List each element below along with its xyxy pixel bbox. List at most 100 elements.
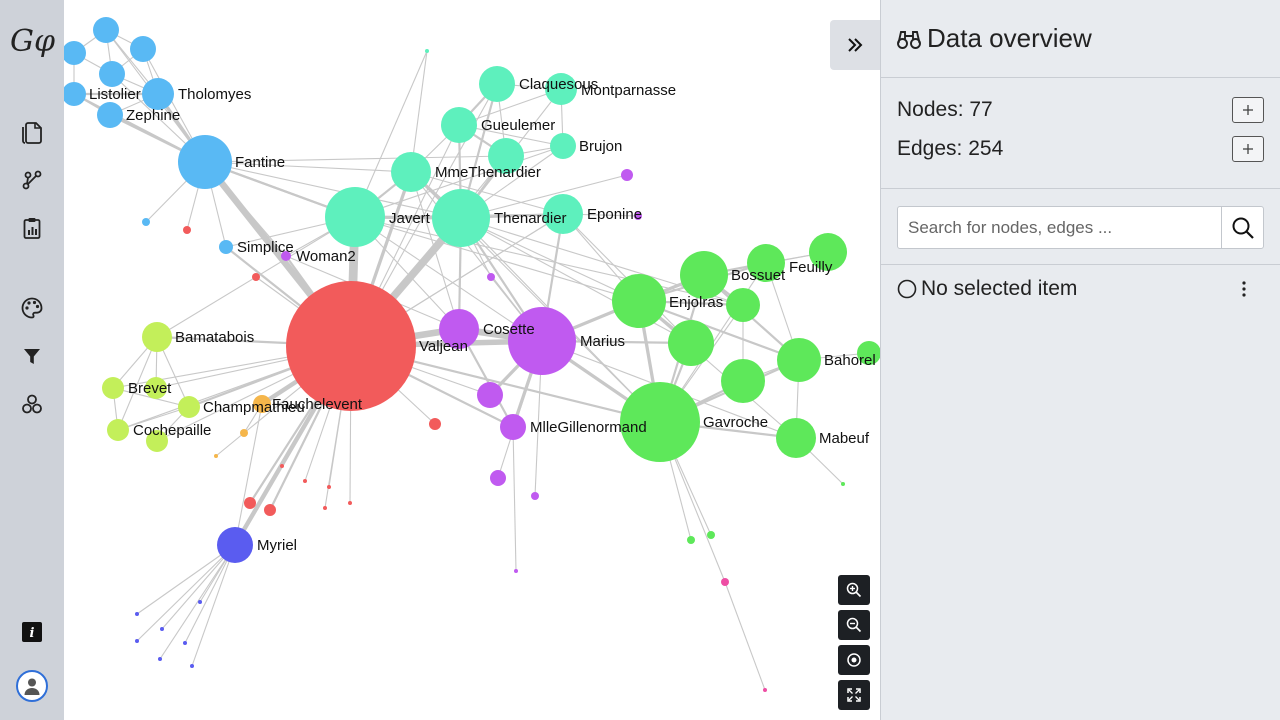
graph-node-tholomyes[interactable]: [142, 78, 174, 110]
search-button[interactable]: [1221, 207, 1263, 248]
graph-node-claquesous[interactable]: [479, 66, 515, 102]
graph-node[interactable]: [135, 639, 139, 643]
graph-edge[interactable]: [204, 161, 462, 219]
graph-node-valjean[interactable]: [286, 281, 416, 411]
graph-node-mllegillenormand[interactable]: [500, 414, 526, 440]
graph-node[interactable]: [621, 169, 633, 181]
graph-node-cosette[interactable]: [439, 309, 479, 349]
graph-node[interactable]: [327, 485, 331, 489]
graph-node[interactable]: [857, 341, 880, 365]
graph-edge[interactable]: [215, 432, 245, 457]
graph-node-cochepaille[interactable]: [107, 419, 129, 441]
graph-node-fantine[interactable]: [178, 135, 232, 189]
expand-edges-button[interactable]: [1232, 135, 1264, 162]
graph-node[interactable]: [130, 36, 156, 62]
graph-edge[interactable]: [191, 544, 236, 667]
graph-node-thenardier[interactable]: [432, 189, 490, 247]
graph-node[interactable]: [634, 212, 642, 220]
graph-node[interactable]: [514, 569, 518, 573]
graph-node-feuilly[interactable]: [747, 244, 785, 282]
graph-edge[interactable]: [458, 88, 562, 126]
graph-node-simplice[interactable]: [219, 240, 233, 254]
graph-node[interactable]: [214, 454, 218, 458]
graph-node[interactable]: [726, 288, 760, 322]
graph-edge[interactable]: [184, 544, 236, 644]
graph-edge[interactable]: [136, 544, 236, 615]
app-logo[interactable]: Gφ: [10, 24, 55, 59]
graph-node[interactable]: [841, 482, 845, 486]
more-options-button[interactable]: [1232, 277, 1256, 301]
graph-node[interactable]: [721, 359, 765, 403]
graph-edge[interactable]: [117, 336, 158, 431]
graph-edge[interactable]: [354, 50, 428, 218]
graph-node[interactable]: [348, 501, 352, 505]
graph-node[interactable]: [160, 627, 164, 631]
graph-edge[interactable]: [410, 171, 564, 215]
graph-node[interactable]: [198, 600, 202, 604]
graph-node-gueulemer[interactable]: [441, 107, 477, 143]
graph-node-marius[interactable]: [508, 307, 576, 375]
graph-node[interactable]: [244, 497, 256, 509]
clipboard-stats-icon[interactable]: [16, 212, 48, 244]
collapse-panel-button[interactable]: [830, 20, 880, 70]
graph-edge[interactable]: [354, 145, 564, 218]
graph-node-brujon[interactable]: [550, 133, 576, 159]
graph-node[interactable]: [763, 688, 767, 692]
graph-node-javert[interactable]: [325, 187, 385, 247]
graph-node[interactable]: [425, 49, 429, 53]
graph-node-gavroche[interactable]: [620, 382, 700, 462]
graph-node[interactable]: [323, 506, 327, 510]
fullscreen-button[interactable]: [838, 680, 870, 710]
graph-node-mmethenardier[interactable]: [391, 152, 431, 192]
graph-node-woman2[interactable]: [281, 251, 291, 261]
graph-edge[interactable]: [460, 217, 640, 302]
graph-node[interactable]: [264, 504, 276, 516]
graph-node-myriel[interactable]: [217, 527, 253, 563]
graph-node[interactable]: [240, 429, 248, 437]
graph-node[interactable]: [809, 233, 847, 271]
graph-edge[interactable]: [410, 171, 460, 330]
graph-node[interactable]: [490, 470, 506, 486]
graph-node-babet[interactable]: [488, 138, 524, 174]
graph-node[interactable]: [64, 41, 86, 65]
graph-edge[interactable]: [204, 161, 412, 173]
graph-edge[interactable]: [724, 581, 766, 691]
graph-edge[interactable]: [234, 403, 263, 546]
graph-node-listolier[interactable]: [64, 82, 86, 106]
graph-edge[interactable]: [354, 216, 661, 423]
graph-node[interactable]: [183, 226, 191, 234]
graph-node-bahorel[interactable]: [777, 338, 821, 382]
search-input[interactable]: [898, 207, 1221, 248]
graph-edge[interactable]: [204, 155, 507, 163]
graph-edge[interactable]: [136, 544, 236, 642]
graph-edge[interactable]: [117, 406, 190, 431]
graph-node[interactable]: [531, 492, 539, 500]
graph-node[interactable]: [145, 377, 167, 399]
user-icon[interactable]: [16, 670, 48, 702]
graph-node[interactable]: [142, 218, 150, 226]
graph-node[interactable]: [280, 464, 284, 468]
graph-node-fauchelevent[interactable]: [253, 395, 271, 413]
communities-icon[interactable]: [16, 388, 48, 420]
graph-node-bossuet[interactable]: [680, 251, 728, 299]
graph-edge[interactable]: [512, 426, 517, 572]
palette-icon[interactable]: [16, 292, 48, 324]
graph-node[interactable]: [135, 612, 139, 616]
info-icon[interactable]: i: [16, 616, 48, 648]
expand-nodes-button[interactable]: [1232, 96, 1264, 123]
graph-node-montparnasse[interactable]: [545, 73, 577, 105]
graph-node[interactable]: [707, 531, 715, 539]
graph-node[interactable]: [190, 664, 194, 668]
graph-node[interactable]: [487, 273, 495, 281]
graph-node[interactable]: [93, 17, 119, 43]
graph-node[interactable]: [183, 641, 187, 645]
graph-node[interactable]: [303, 479, 307, 483]
graph-edge[interactable]: [159, 544, 236, 660]
graph-node[interactable]: [721, 578, 729, 586]
zoom-out-button[interactable]: [838, 610, 870, 640]
graph-edge[interactable]: [410, 50, 428, 173]
file-icon[interactable]: [16, 117, 48, 149]
graph-node-champmathieu[interactable]: [178, 396, 200, 418]
